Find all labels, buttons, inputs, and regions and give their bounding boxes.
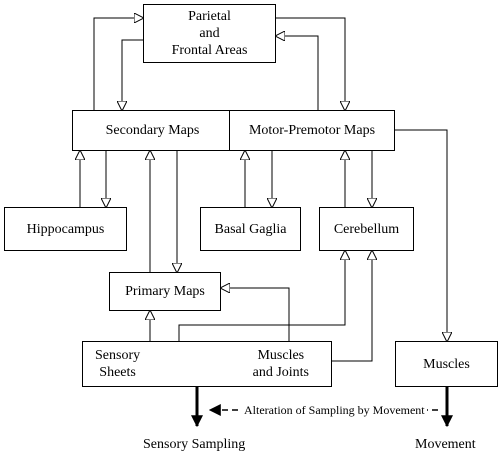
box-cerebellum: Cerebellum (319, 207, 414, 251)
parietal-line-2: and (199, 26, 220, 41)
muscles-label: Muscles (423, 356, 470, 372)
parietal-line-1: Parietal (188, 9, 231, 24)
box-hippocampus: Hippocampus (4, 207, 127, 251)
sensory-sampling-label: Sensory Sampling (143, 437, 246, 452)
motor-label: Motor-Premotor Maps (248, 123, 376, 138)
muscles-joints-line-1: Muscles (257, 348, 305, 363)
parietal-line-3: Frontal Areas (171, 43, 248, 58)
movement-label: Movement (415, 437, 476, 452)
secondary-label: Secondary Maps (105, 123, 200, 138)
arrow-joints-to-primary (221, 288, 290, 341)
basal-label: Basal Gaglia (214, 221, 287, 237)
primary-label: Primary Maps (125, 284, 205, 299)
sensory-sheets: Sensory Sheets (95, 347, 140, 381)
box-basal-ganglia: Basal Gaglia (200, 207, 301, 251)
sensory-sheets-line-1: Sensory (95, 348, 141, 363)
muscles-joints-line-2: and Joints (252, 365, 309, 380)
box-secondary-maps: Secondary Maps (72, 110, 233, 151)
arrow-sensory-to-cerebellum (178, 251, 345, 341)
arrow-parietal-to-secondary (122, 39, 143, 110)
arrow-parietal-to-motor (276, 17, 345, 110)
sensory-sheets-line-2: Sheets (99, 365, 136, 380)
cerebellum-label: Cerebellum (333, 221, 400, 237)
arrow-joints-to-cerebellum (332, 251, 372, 362)
alteration-label: Alteration of Sampling by Movement (242, 402, 427, 418)
muscles-and-joints: Muscles and Joints (253, 347, 309, 381)
box-parietal-frontal: Parietal and Frontal Areas (143, 4, 276, 63)
box-muscles: Muscles (395, 341, 498, 387)
arrow-motor-to-parietal (276, 36, 319, 110)
box-primary-maps: Primary Maps (109, 272, 221, 311)
arrow-motor-to-muscles (395, 129, 447, 341)
box-motor-premotor-maps: Motor-Premotor Maps (229, 110, 395, 151)
box-sensory-muscles-joints: Sensory Sheets Muscles and Joints (82, 341, 332, 387)
arrow-secondary-to-parietal (93, 18, 143, 110)
hippocampus-label: Hippocampus (26, 221, 105, 237)
